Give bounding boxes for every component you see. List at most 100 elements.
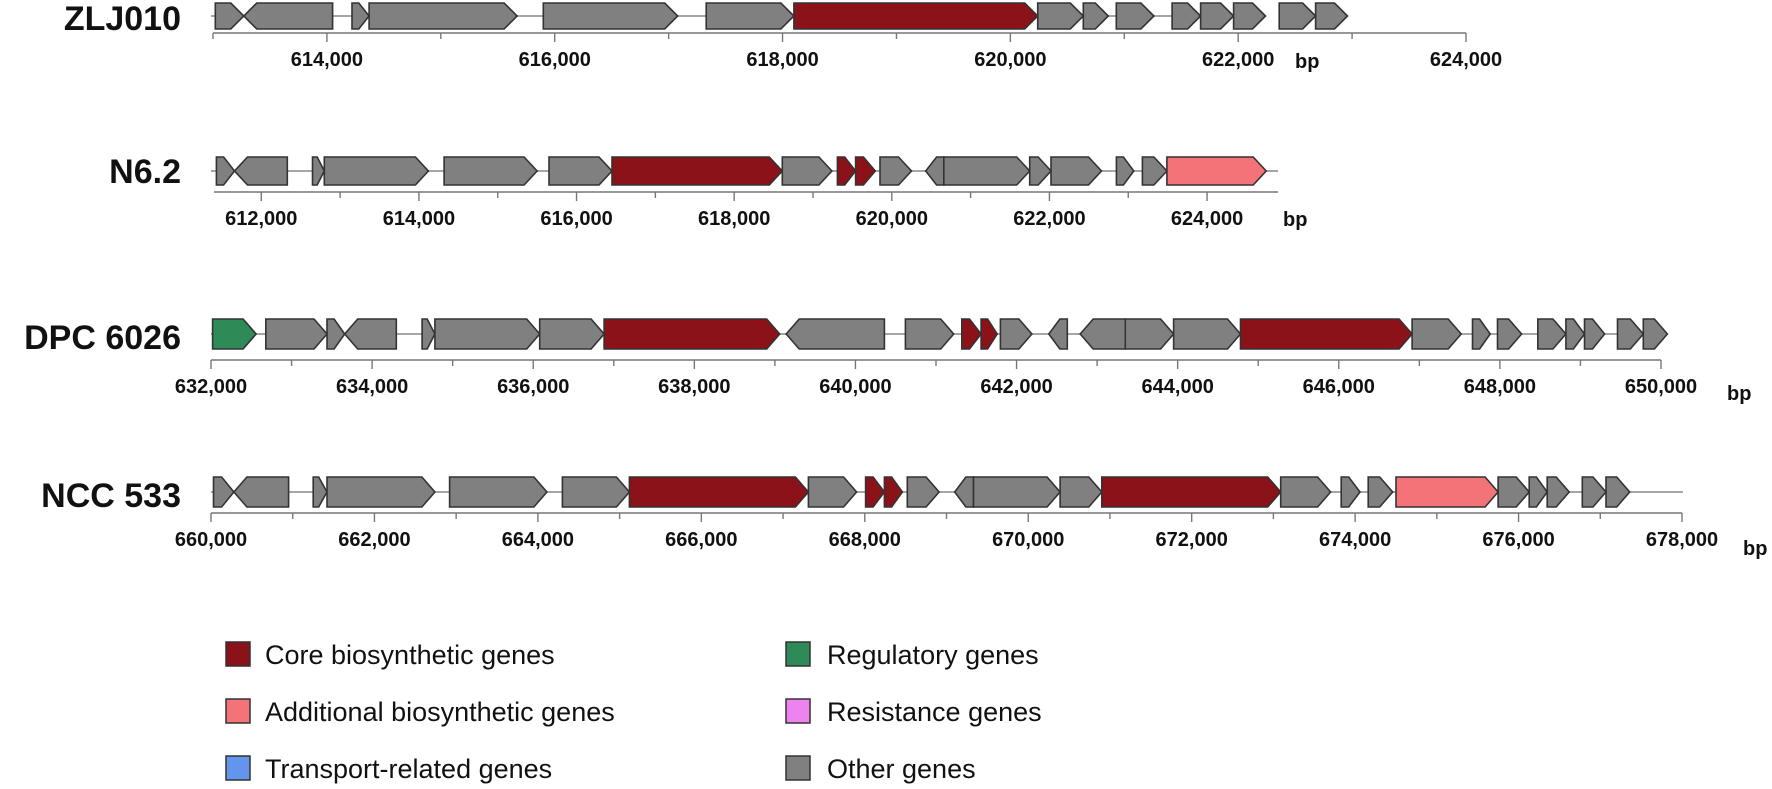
legend-item-transport-related: Transport-related genes — [225, 754, 552, 784]
gene-arrow-other — [448, 476, 548, 508]
gene-arrow-additional — [1166, 156, 1268, 186]
gene-arrow-other — [1278, 2, 1317, 30]
tick-label: 638,000 — [658, 376, 730, 398]
gene-arrow-other — [924, 156, 945, 186]
gene-arrow-other — [538, 318, 606, 350]
legend-swatch — [225, 698, 251, 724]
tick-label: 616,000 — [540, 208, 612, 230]
gene-row — [211, 318, 1669, 350]
tick-label: 672,000 — [1156, 529, 1228, 551]
gene-arrow-core — [793, 2, 1039, 30]
unit-label: bp — [1727, 383, 1751, 405]
tick-label: 678,000 — [1646, 529, 1718, 551]
legend-item-additional-biosynthetic: Additional biosynthetic genes — [225, 697, 615, 727]
gene-arrow-other — [1171, 2, 1202, 30]
gene-arrow-core — [628, 476, 810, 508]
gene-arrow-other — [343, 318, 398, 350]
unit-label: bp — [1743, 538, 1767, 560]
gene-arrow-other — [1471, 318, 1492, 350]
legend-item-core-biosynthetic: Core biosynthetic genes — [225, 640, 555, 670]
gene-arrow-core — [611, 156, 784, 186]
gene-arrow-other — [1199, 2, 1235, 30]
legend-label: Core biosynthetic genes — [265, 640, 555, 670]
tick-label: 668,000 — [829, 529, 901, 551]
tick-label: 616,000 — [519, 49, 591, 71]
tick-label: 620,000 — [856, 208, 928, 230]
gene-arrow-core — [883, 476, 904, 508]
gene-arrow-other — [1496, 318, 1523, 350]
tick-label: 614,000 — [291, 49, 363, 71]
tick-label: 642,000 — [980, 376, 1052, 398]
gene-arrow-other — [1028, 156, 1053, 186]
gene-arrow-other — [1583, 318, 1606, 350]
gene-arrow-core — [980, 318, 999, 350]
tick-label: 622,000 — [1202, 49, 1274, 71]
tick-label: 640,000 — [819, 376, 891, 398]
gene-arrow-other — [351, 2, 371, 30]
legend-label: Additional biosynthetic genes — [265, 697, 615, 727]
gene-arrow-other — [548, 156, 614, 186]
gene-arrow-other — [311, 156, 326, 186]
gene-arrow-other — [705, 2, 796, 30]
gene-arrow-other — [1124, 318, 1175, 350]
gene-arrow-other — [1537, 318, 1567, 350]
tick-label: 650,000 — [1625, 376, 1697, 398]
legend-label: Regulatory genes — [827, 640, 1039, 670]
gene-arrow-other — [1082, 2, 1110, 30]
gene-arrow-other — [232, 476, 290, 508]
gene-arrow-other — [214, 2, 245, 30]
tick-label: 622,000 — [1013, 208, 1085, 230]
tick-label: 614,000 — [383, 208, 455, 230]
legend-item-regulatory: Regulatory genes — [785, 640, 1039, 670]
tick-label: 662,000 — [338, 529, 410, 551]
gene-arrow-other — [1232, 2, 1267, 30]
gene-arrow-core — [960, 318, 983, 350]
gene-arrow-other — [1411, 318, 1463, 350]
tick-label: 660,000 — [175, 529, 247, 551]
gene-arrow-core — [836, 156, 857, 186]
gene-arrow-other — [999, 318, 1033, 350]
gene-arrow-core — [1239, 318, 1414, 350]
tick-label: 612,000 — [225, 208, 297, 230]
legend-item-other: Other genes — [785, 754, 976, 784]
legend-label: Other genes — [827, 754, 976, 784]
legend-swatch — [225, 755, 251, 781]
gene-arrow-additional — [1395, 476, 1500, 508]
tick-label: 636,000 — [497, 376, 569, 398]
gene-arrow-other — [1036, 2, 1085, 30]
tick-label: 670,000 — [992, 529, 1064, 551]
tick-label: 666,000 — [665, 529, 737, 551]
gene-arrow-other — [1059, 476, 1103, 508]
gene-arrow-other — [561, 476, 631, 508]
tick-label: 620,000 — [974, 49, 1046, 71]
gene-arrow-other — [434, 318, 541, 350]
track-name-zlj010: ZLJ010 — [64, 0, 181, 38]
tick-label: 624,000 — [1171, 208, 1243, 230]
gene-arrow-other — [233, 156, 289, 186]
gene-arrow-other — [1528, 476, 1549, 508]
tick-label: 674,000 — [1319, 529, 1391, 551]
legend-label: Transport-related genes — [265, 754, 552, 784]
gene-arrow-other — [879, 156, 913, 186]
legend-swatch — [785, 698, 811, 724]
gene-arrow-other — [1605, 476, 1631, 508]
gene-arrow-other — [972, 476, 1062, 508]
gene-arrow-other — [1115, 2, 1156, 30]
tick-label: 632,000 — [175, 376, 247, 398]
gene-arrow-other — [942, 156, 1031, 186]
gene-arrow-other — [312, 476, 328, 508]
gene-arrow-other — [1115, 156, 1135, 186]
gene-arrow-core — [1101, 476, 1282, 508]
gene-arrow-other — [264, 318, 329, 350]
gene-arrow-other — [1279, 476, 1332, 508]
tick-label: 618,000 — [746, 49, 818, 71]
gene-arrow-other — [785, 318, 886, 350]
gene-arrow-other — [1141, 156, 1168, 186]
